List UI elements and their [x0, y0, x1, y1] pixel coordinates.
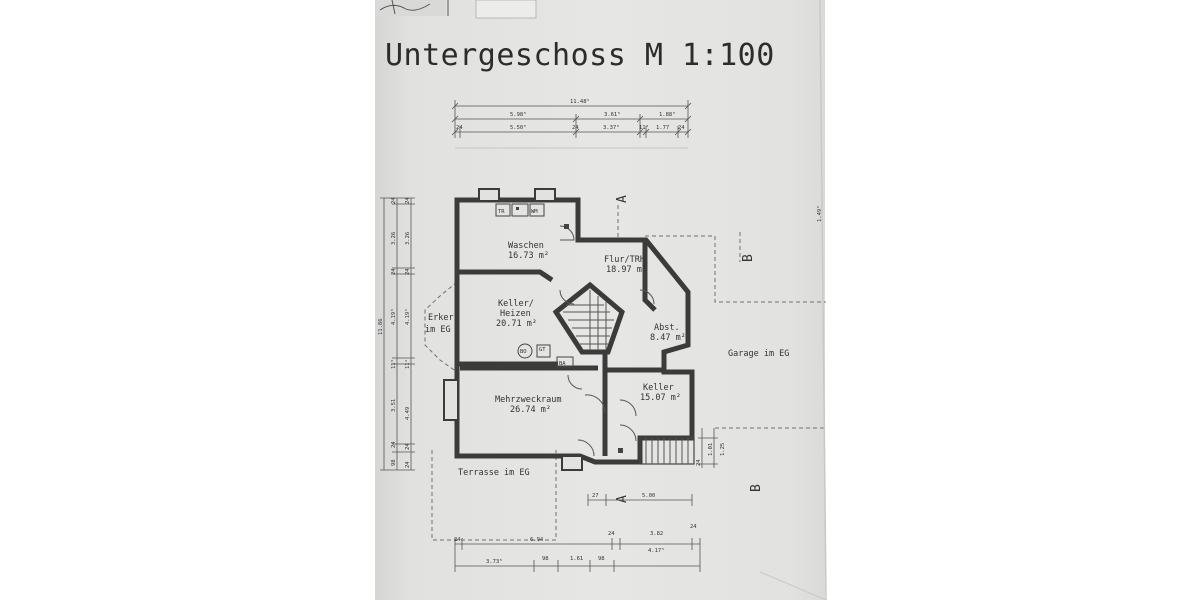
- dim-bottom-row1-5: 24: [690, 524, 697, 530]
- dim-left-a-3: 24: [391, 268, 397, 275]
- garage-label: Garage im EG: [728, 349, 789, 359]
- room-waschen-name: Waschen: [508, 241, 544, 251]
- dim-bottom-row1-3: 24: [608, 531, 615, 537]
- dim-bottom-row2-5: 4.17⁵: [648, 547, 665, 554]
- fixture-wm: WM: [531, 209, 538, 215]
- room-keller-name: Keller: [643, 383, 674, 393]
- dimensions-right: 24 1.01 1.25 1.49⁵: [696, 205, 823, 468]
- room-flur-name: Flur/TRH: [604, 255, 645, 265]
- dim-left-b-6: 4.49: [405, 407, 411, 420]
- dim-top-row2-3: 1.88⁵: [659, 111, 676, 118]
- dim-top-row3-3: 24: [572, 125, 579, 131]
- dim-bottom-row1-1: 24: [454, 537, 461, 543]
- dim-left-b-4: 4.19⁵: [404, 308, 411, 325]
- dim-left-a-2: 3.26: [391, 232, 397, 245]
- fixture-gt: GT: [539, 347, 546, 353]
- dim-top-row3-7: 24: [678, 125, 685, 131]
- dim-left-a-1: 24: [391, 197, 397, 204]
- dim-right-3: 1.25: [720, 443, 726, 456]
- dim-right-edge: 1.49⁵: [816, 205, 823, 222]
- windows: [443, 188, 583, 471]
- room-flur-area: 18.97 m²: [606, 265, 647, 275]
- room-keller-heizen-name1: Keller/: [498, 299, 534, 309]
- dim-bottom-row1-4: 3.82: [650, 531, 663, 537]
- dim-top-row2-2: 3.61⁵: [604, 111, 621, 118]
- terrasse-outline: Terrasse im EG: [431, 450, 557, 541]
- dim-bottom-row2-3: 1.61: [570, 556, 583, 562]
- section-a-top: A: [615, 195, 630, 203]
- room-keller-heizen-area: 20.71 m²: [496, 319, 537, 329]
- dim-left-b-5: 11⁵: [404, 359, 411, 369]
- dim-bottom-row2-1: 3.73⁵: [486, 558, 503, 565]
- dim-top-row3-6: 1.77: [656, 125, 669, 131]
- section-b-bottom: B: [749, 484, 764, 492]
- erker-outline: Erker im EG: [424, 281, 458, 373]
- section-b-top: B: [741, 254, 756, 262]
- room-abst-area: 8.47 m²: [650, 333, 686, 343]
- drawing-title: Untergeschoss M 1:100: [385, 38, 775, 73]
- dim-left-b-2: 3.26: [405, 232, 411, 245]
- dim-left-a-8: 98: [391, 459, 397, 466]
- room-keller-area: 15.07 m²: [640, 393, 681, 403]
- fixture-bo: BO: [520, 349, 527, 355]
- dim-left-b-3: 24: [405, 268, 411, 275]
- dim-top-row3-5: 11⁵: [639, 124, 649, 131]
- dim-left-a-6: 3.51: [391, 399, 397, 412]
- dim-right-2: 1.01: [708, 443, 714, 456]
- terrasse-label: Terrasse im EG: [458, 468, 530, 478]
- erker-label-2: im EG: [425, 325, 451, 335]
- dim-right-1: 24: [696, 459, 702, 466]
- dim-bottom-row1-2: 6.94: [530, 537, 544, 543]
- dim-top-row3-1: 24: [456, 125, 463, 131]
- room-waschen-area: 16.73 m²: [508, 251, 549, 261]
- dim-bottom-row2-2: 98: [542, 556, 549, 562]
- dimensions-top: 11.48⁵ 5.98⁵ 3.61⁵ 1.88⁵ 24 5.50⁵ 24 3.3…: [451, 98, 692, 138]
- dim-left-b-8: 24: [405, 461, 411, 468]
- room-mehrzweck-area: 26.74 m²: [510, 405, 551, 415]
- room-keller-heizen-name2: Heizen: [500, 309, 531, 319]
- room-abst-name: Abst.: [654, 323, 680, 333]
- dim-left-a-4: 4.19⁵: [390, 308, 397, 325]
- dimensions-bottom: 27 5.00 24 6.94 24 3.82 24 3.73⁵ 98 1.61…: [454, 493, 701, 572]
- section-a-bottom: A: [615, 495, 630, 503]
- corner-sketch: [376, 0, 537, 19]
- dim-bottom-mid-1: 27: [592, 493, 599, 499]
- room-labels: Waschen 16.73 m² Flur/TRH 18.97 m² Kelle…: [495, 241, 686, 415]
- room-mehrzweck-name: Mehrzweckraum: [495, 395, 562, 405]
- dim-left-b-7: 24: [405, 443, 411, 450]
- dim-left-a-5: 11⁵: [390, 359, 397, 369]
- dim-bottom-row2-4: 98: [598, 556, 605, 562]
- dim-left-b-1: 24: [405, 197, 411, 204]
- fixture-tr: TR: [498, 209, 505, 215]
- stair-core: [552, 281, 625, 355]
- dim-left-a-7: 24: [391, 441, 397, 448]
- door-swings: [559, 225, 655, 457]
- dim-top-row2-1: 5.98⁵: [510, 111, 527, 118]
- garage-outline: Garage im EG: [645, 235, 826, 429]
- exterior-stair: [639, 437, 695, 465]
- dim-top-row3-4: 3.37⁵: [603, 124, 620, 131]
- erker-label-1: Erker: [428, 313, 454, 323]
- dim-bottom-mid-2: 5.00: [642, 493, 655, 499]
- dim-left-total: 11.86: [378, 318, 384, 335]
- fixtures: TR WM BO GT BA: [495, 203, 623, 453]
- dimensions-left: 11.86 24 3.26 24 4.19⁵ 11⁵ 3.51 24 98 24…: [378, 197, 415, 471]
- dim-top-total: 11.48⁵: [570, 98, 590, 105]
- dim-top-row3-2: 5.50⁵: [510, 124, 527, 131]
- section-markers: A A B B: [615, 195, 764, 503]
- fixture-ba: BA: [559, 361, 566, 367]
